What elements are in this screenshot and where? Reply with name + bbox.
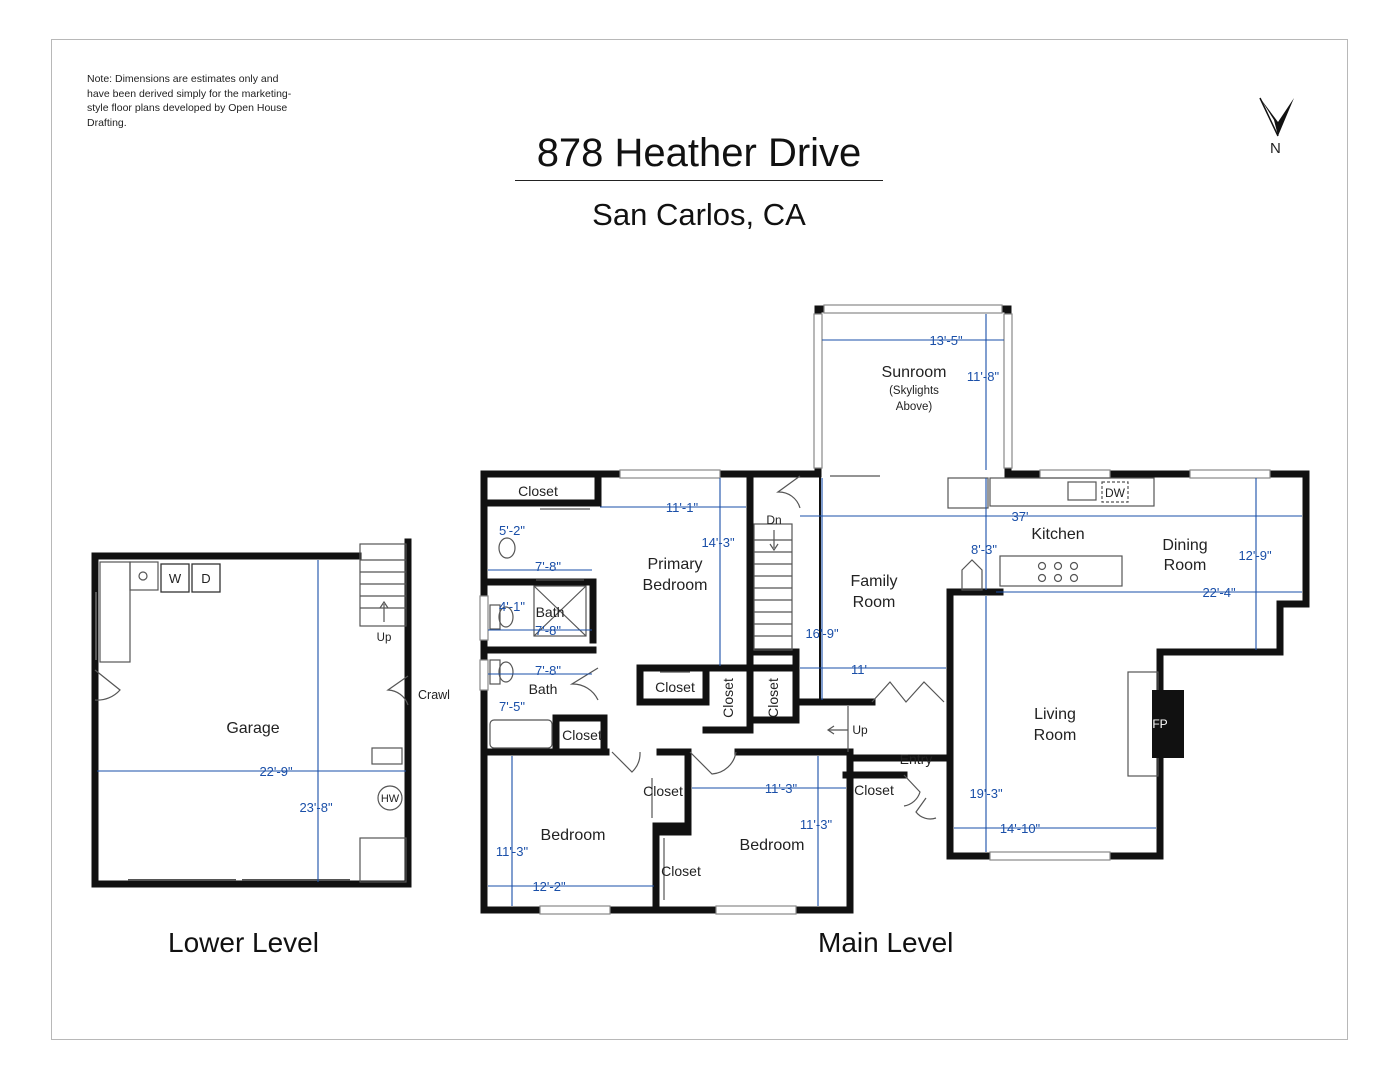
- living-room-label-1: Living: [1034, 706, 1076, 723]
- lower-level-label: Lower Level: [168, 927, 319, 958]
- page-title: 878 Heather Drive: [515, 128, 883, 181]
- dim-bath2-b: 7'-5": [499, 699, 525, 714]
- dining-room-label-1: Dining: [1162, 537, 1207, 554]
- washer-label: W: [169, 571, 182, 586]
- closet-bedroom-2-label: Closet: [661, 863, 701, 879]
- dryer-label: D: [201, 571, 210, 586]
- bedroom-2-label: Bedroom: [740, 837, 805, 854]
- dim-bath1-c: 4'-1": [499, 599, 525, 614]
- dim-bedroom2-depth: 11'-3": [800, 817, 833, 832]
- dining-room-label-2: Room: [1164, 557, 1207, 574]
- dim-kitchen-width: 37': [1012, 509, 1029, 524]
- dim-sunroom-width: 13'-5": [929, 333, 963, 348]
- bath-1-label: Bath: [536, 604, 565, 620]
- dim-primary-width: 11'-1": [666, 500, 699, 515]
- closet-vertical-2-label: Closet: [765, 678, 781, 718]
- dim-sunroom-depth: 11'-8": [967, 369, 1000, 384]
- closet-primary-label: Closet: [655, 679, 695, 695]
- dim-dining-depth: 12'-9": [1238, 548, 1272, 563]
- dim-primary-depth: 14'-3": [701, 535, 735, 550]
- sunroom-note-2: Above): [896, 401, 933, 413]
- north-arrow-icon: [1259, 97, 1294, 137]
- living-room-label-2: Room: [1034, 727, 1077, 744]
- bedroom-1-label: Bedroom: [541, 827, 606, 844]
- closet-vertical-1-label: Closet: [720, 678, 736, 718]
- dim-garage-width: 22'-9": [259, 764, 293, 779]
- kitchen-label: Kitchen: [1031, 526, 1084, 543]
- crawl-label: Crawl: [418, 688, 450, 702]
- dim-bath1-b: 7'-8": [535, 559, 561, 574]
- stair-up-label: Up: [852, 723, 868, 737]
- sunroom-label: Sunroom: [882, 364, 947, 381]
- dim-kitchen-depth: 8'-3": [971, 542, 997, 557]
- garage-label: Garage: [226, 720, 279, 737]
- bath-2-label: Bath: [529, 681, 558, 697]
- primary-bedroom-label-1: Primary: [647, 556, 702, 573]
- dim-bath2-a: 7'-8": [535, 663, 561, 678]
- page-subtitle: San Carlos, CA: [592, 197, 806, 232]
- dishwasher-label: DW: [1105, 486, 1126, 500]
- dim-family-width: 11': [851, 662, 867, 677]
- fireplace: [1152, 690, 1184, 758]
- dim-bath1-a: 5'-2": [499, 523, 525, 538]
- disclaimer-note: Note: Dimensions are estimates only and …: [87, 73, 292, 129]
- closet-bedroom-1-label: Closet: [643, 783, 683, 799]
- main-level-thin-walls: [751, 474, 821, 702]
- stair-down-label: Dn: [766, 513, 781, 527]
- lower-stair-up-label: Up: [377, 632, 392, 644]
- windows: [479, 304, 1271, 915]
- dim-bedroom2-width: 11'-3": [765, 781, 798, 796]
- primary-bedroom-label-2: Bedroom: [643, 577, 708, 594]
- garage-fixtures: [94, 543, 409, 883]
- dim-living-width: 14'-10": [1000, 821, 1041, 836]
- dim-bath1-d: 7'-8": [535, 623, 561, 638]
- fireplace-label: FP: [1152, 717, 1167, 731]
- washer: [160, 563, 190, 593]
- main-level-label: Main Level: [818, 927, 954, 958]
- family-room-label-2: Room: [853, 594, 896, 611]
- dim-family-depth: 16'-9": [805, 626, 839, 641]
- page-frame: [51, 39, 1348, 1040]
- dim-bedroom1-width: 12'-2": [532, 879, 566, 894]
- dimension-lines: [97, 314, 1302, 906]
- dim-bedroom1-depth: 11'-3": [496, 844, 529, 859]
- closet-hall-label: Closet: [562, 727, 602, 743]
- closet-top-label: Closet: [518, 483, 558, 499]
- water-heater-label: HW: [381, 793, 400, 805]
- garage-walls: [91, 538, 412, 888]
- entry-label: Entry: [900, 751, 933, 767]
- closet-entry-label: Closet: [854, 782, 894, 798]
- sunroom-note-1: (Skylights: [889, 385, 939, 397]
- dim-garage-depth: 23'-8": [299, 800, 333, 815]
- dim-living-depth: 19'-3": [969, 786, 1003, 801]
- dim-dining-width: 22'-4": [1202, 585, 1236, 600]
- family-room-label-1: Family: [850, 573, 897, 590]
- main-level-fixtures: [489, 475, 1159, 900]
- dryer: [191, 563, 221, 593]
- north-label: N: [1270, 140, 1281, 157]
